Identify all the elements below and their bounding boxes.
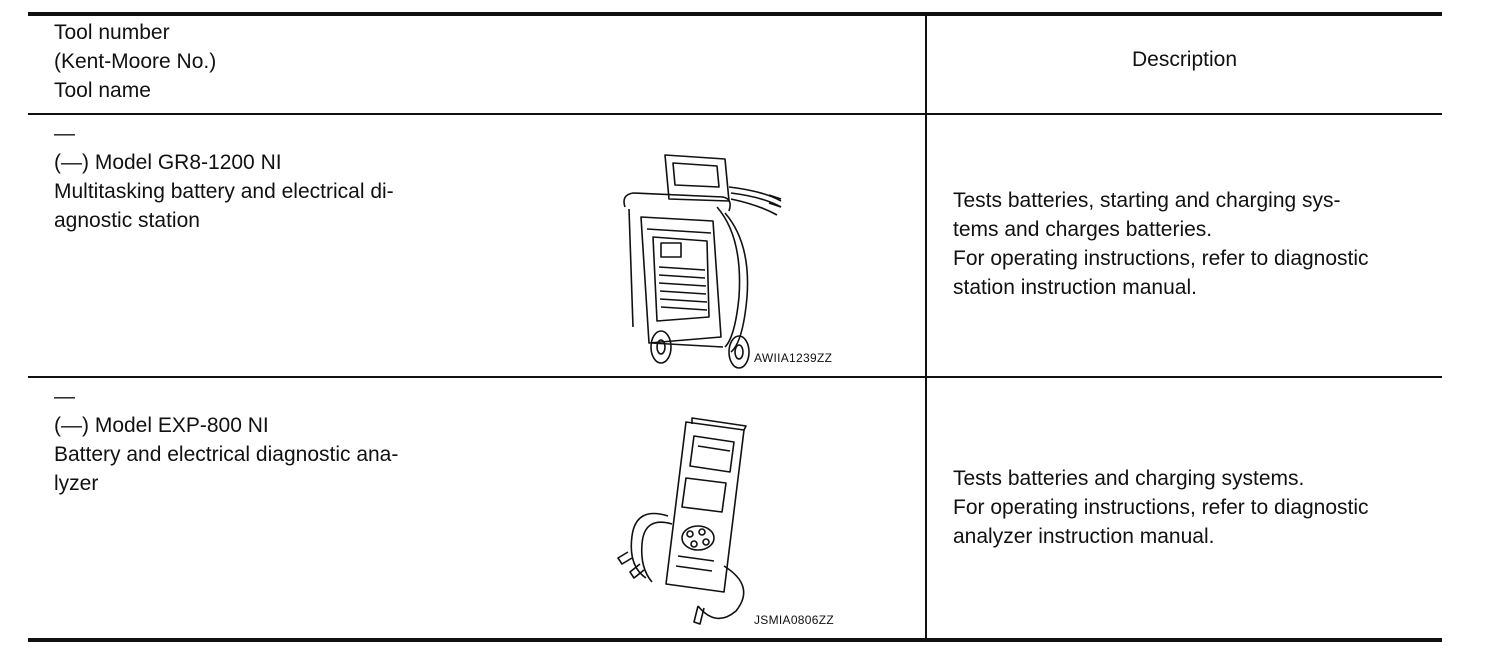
description-line: tems and charges batteries. [953,218,1213,241]
tool-number: — [54,122,75,145]
header-tool-name: Tool name [54,79,151,102]
image-code: JSMIA0806ZZ [754,613,834,627]
tool-name-line: lyzer [54,472,99,495]
header-separator [28,113,1442,115]
image-code: AWIIA1239ZZ [754,351,833,365]
kent-moore-number: (—) Model EXP-800 NI [54,414,269,437]
tool-number: — [54,385,75,408]
description-line: analyzer instruction manual. [953,525,1215,548]
tool-name-line: agnostic station [54,209,200,232]
header-tool-number: Tool number [54,21,170,44]
column-divider [925,12,927,642]
kent-moore-number: (—) Model GR8-1200 NI [54,151,282,174]
description-line: Tests batteries, starting and charging s… [953,189,1341,212]
header-kent-moore: (Kent-Moore No.) [54,50,217,73]
description-line: For operating instructions, refer to dia… [953,247,1369,270]
tool-name-line: Multitasking battery and electrical di- [54,180,394,203]
battery-diagnostic-station-icon [623,154,782,369]
battery-analyzer-icon [617,417,747,625]
header-description: Description [1131,48,1238,71]
description-line: Tests batteries and charging systems. [953,467,1305,490]
table-bottom-rule [28,638,1442,642]
description-line: station instruction manual. [953,276,1197,299]
description-line: For operating instructions, refer to dia… [953,496,1369,519]
tool-name-line: Battery and electrical diagnostic ana- [54,443,399,466]
row-separator [28,376,1442,378]
table-top-rule [28,12,1442,16]
